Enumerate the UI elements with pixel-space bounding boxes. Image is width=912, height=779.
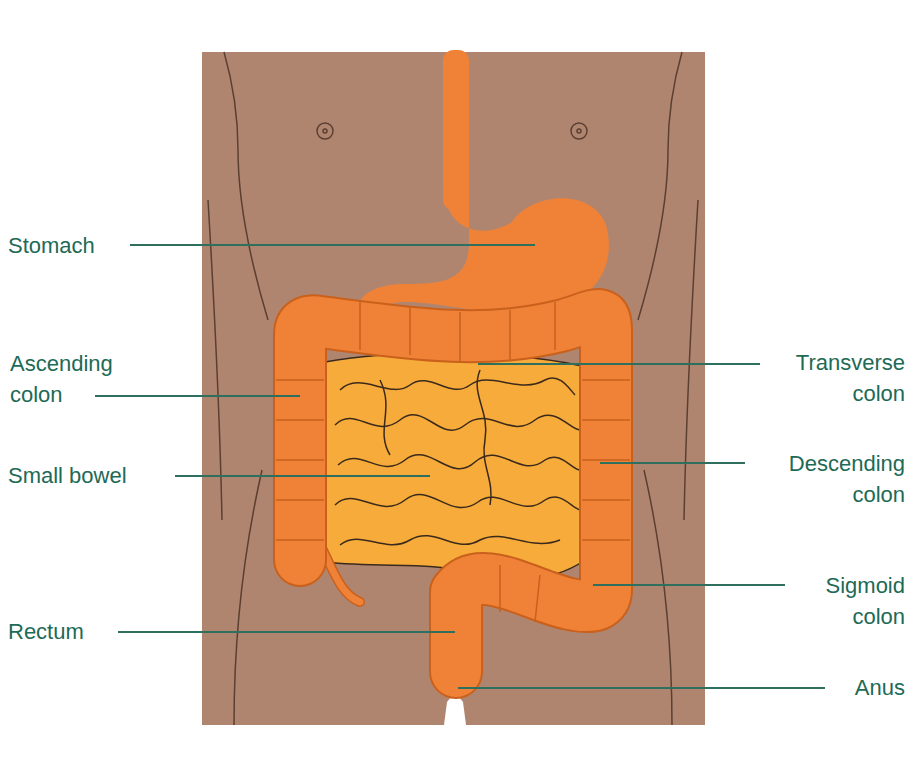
leader-line (593, 584, 785, 586)
part-label: Transverse colon (796, 347, 905, 409)
part-label: Sigmoid colon (826, 570, 905, 632)
small-bowel (325, 353, 585, 578)
leader-line (130, 244, 535, 246)
part-label: Ascending colon (10, 348, 113, 410)
leader-lines (95, 245, 825, 688)
appendix-outline (322, 548, 360, 602)
anus (447, 676, 465, 692)
leg-gap (444, 696, 466, 725)
part-label: Descending colon (789, 448, 905, 510)
part-label: Stomach (8, 230, 95, 261)
part-label: Rectum (8, 616, 84, 647)
leader-line (175, 475, 430, 477)
part-label: Small bowel (8, 460, 127, 491)
colon-haustra (276, 302, 630, 622)
leader-line (118, 631, 455, 633)
bowel-loops (335, 370, 580, 545)
leader-line (478, 363, 760, 365)
colon-outline (300, 315, 606, 672)
leader-line (600, 462, 745, 464)
appendix (322, 548, 360, 602)
leader-line (458, 687, 825, 689)
leader-line (95, 395, 300, 397)
colon (300, 315, 606, 672)
part-label: Anus (855, 672, 905, 703)
